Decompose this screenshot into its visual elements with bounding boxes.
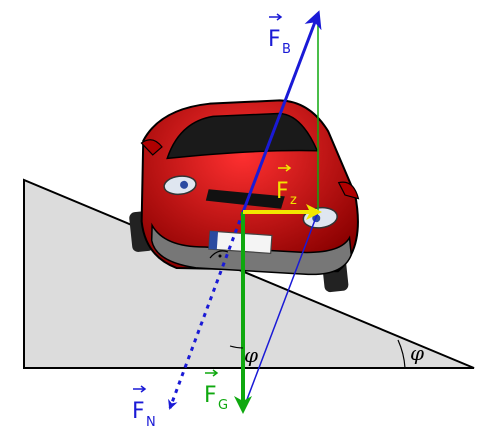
label-fz-sub: z xyxy=(290,193,297,208)
label-fb-main: F xyxy=(268,27,281,52)
right-angle-mark xyxy=(209,250,229,259)
angle-arc-lower xyxy=(229,345,244,349)
label-fg: F G xyxy=(204,369,228,413)
fn-arrow xyxy=(168,211,245,410)
angle-label-right: φ xyxy=(410,341,424,365)
car xyxy=(129,99,360,293)
angle-label-lower: φ xyxy=(244,343,258,367)
label-fg-main: F xyxy=(204,383,217,408)
angle-arc-right xyxy=(397,339,406,369)
fb-guide-line xyxy=(242,211,319,411)
label-fg-sub: G xyxy=(218,398,228,413)
label-fn-sub: N xyxy=(146,415,156,430)
fb-arrow xyxy=(241,10,322,213)
label-fz-main: F xyxy=(276,179,289,204)
label-fb: F B xyxy=(268,13,291,57)
label-fb-sub: B xyxy=(282,42,291,57)
label-fz: F z xyxy=(276,164,297,208)
label-fn-main: F xyxy=(132,399,145,424)
label-fn: F N xyxy=(132,385,156,430)
